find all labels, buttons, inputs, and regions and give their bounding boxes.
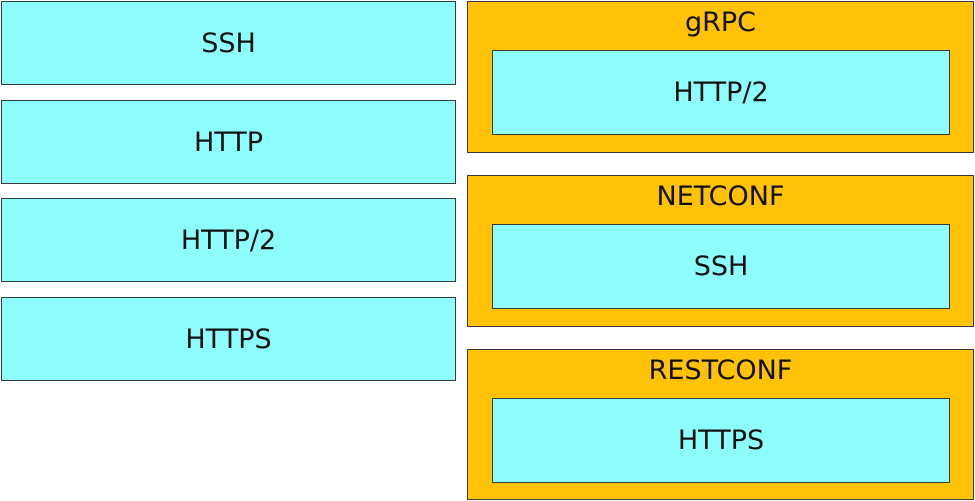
protocol-box-netconf: NETCONF SSH bbox=[467, 175, 974, 327]
protocol-title: RESTCONF bbox=[648, 355, 793, 386]
left-box-label: SSH bbox=[201, 27, 256, 59]
protocol-box-grpc: gRPC HTTP/2 bbox=[467, 1, 974, 153]
left-box-label: HTTP/2 bbox=[180, 224, 277, 256]
protocol-title: NETCONF bbox=[656, 181, 785, 212]
left-box-http: HTTP bbox=[1, 100, 456, 184]
protocol-title: gRPC bbox=[684, 7, 757, 38]
left-box-label: HTTPS bbox=[185, 323, 272, 355]
transport-box-https: HTTPS bbox=[492, 398, 950, 483]
transport-box-ssh: SSH bbox=[492, 224, 950, 309]
left-box-label: HTTP bbox=[193, 126, 264, 158]
transport-box-http2: HTTP/2 bbox=[492, 50, 950, 135]
transport-label: HTTP/2 bbox=[673, 77, 769, 108]
transport-label: SSH bbox=[693, 251, 749, 282]
left-box-https: HTTPS bbox=[1, 297, 456, 381]
left-box-http2: HTTP/2 bbox=[1, 198, 456, 282]
protocol-box-restconf: RESTCONF HTTPS bbox=[467, 349, 974, 500]
transport-label: HTTPS bbox=[677, 425, 765, 456]
left-box-ssh: SSH bbox=[1, 1, 456, 85]
